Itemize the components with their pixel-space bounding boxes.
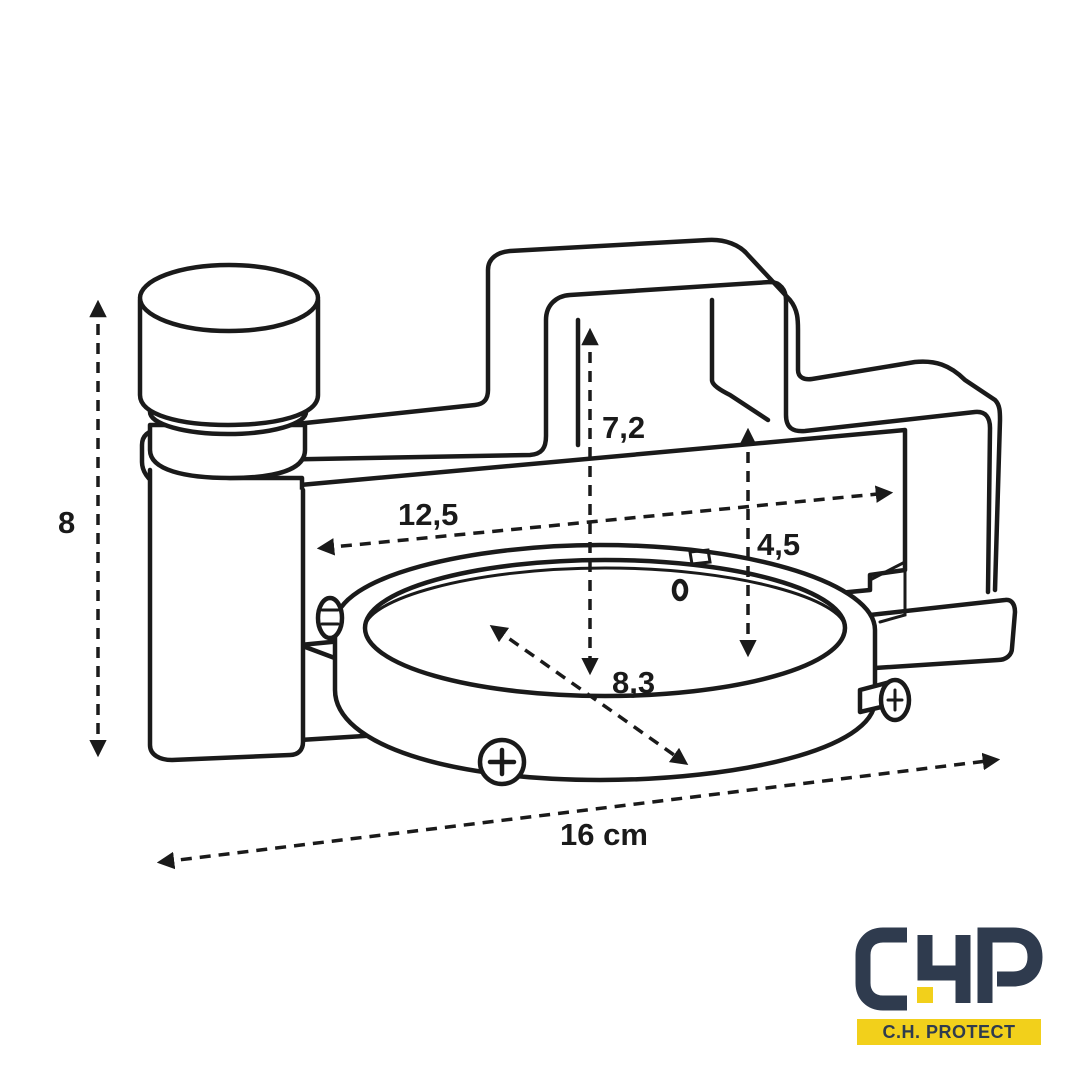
screw-right [857,677,912,723]
chp-logo-mark [855,927,1043,1011]
dim-line-ring-diameter [489,624,689,766]
label-inner-width: 12,5 [398,497,458,532]
chp-logo: C.H. PROTECT [855,925,1045,1050]
dimension-labels: 8 7,2 12,5 4,5 8,3 16 cm [58,410,800,852]
dim-line-total-width [156,752,1001,870]
label-total-width: 16 cm [560,817,648,852]
dimension-lines [89,299,1001,870]
label-ring-diameter: 8,3 [612,665,655,700]
screw-front [477,737,527,787]
label-inner-height: 7,2 [602,410,645,445]
label-clamp-height: 4,5 [757,527,800,562]
lock-cylinder [137,262,321,763]
label-height: 8 [58,505,75,540]
logo-tagline-band: C.H. PROTECT [857,1019,1041,1045]
screw-left [315,595,345,641]
logo-tagline: C.H. PROTECT [882,1021,1016,1042]
